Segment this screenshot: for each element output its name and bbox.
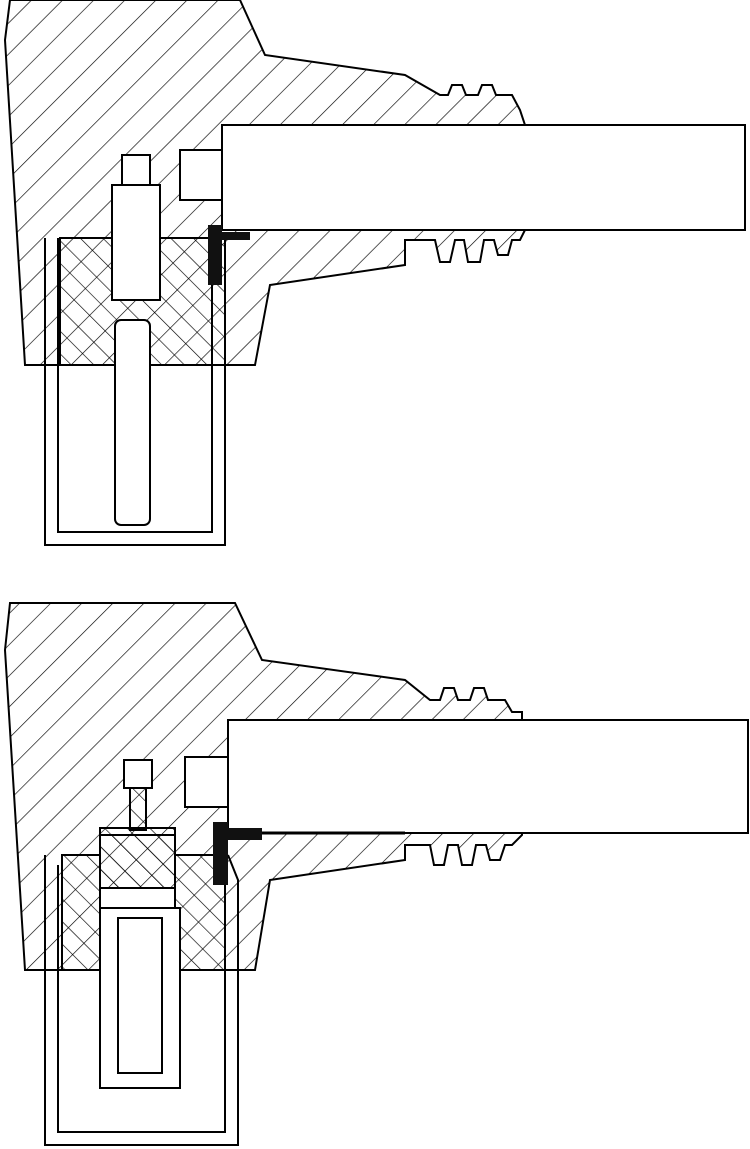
pin-body [111, 184, 161, 301]
small-block [184, 756, 229, 808]
shaft-bar [227, 719, 749, 834]
tube-frame [44, 238, 226, 546]
pin-body [99, 827, 176, 889]
lower-assembly [3, 602, 749, 1146]
small-block [179, 149, 223, 201]
pin-stem-inner [117, 917, 163, 1074]
pin-tube [99, 887, 176, 909]
pin-head [123, 759, 153, 789]
seal [208, 225, 250, 285]
shaft-bar [221, 124, 746, 231]
pin-stem [114, 319, 151, 526]
upper-assembly [3, 0, 746, 546]
pin-head [121, 154, 151, 186]
seal [213, 822, 262, 885]
pin-neck [129, 787, 147, 831]
